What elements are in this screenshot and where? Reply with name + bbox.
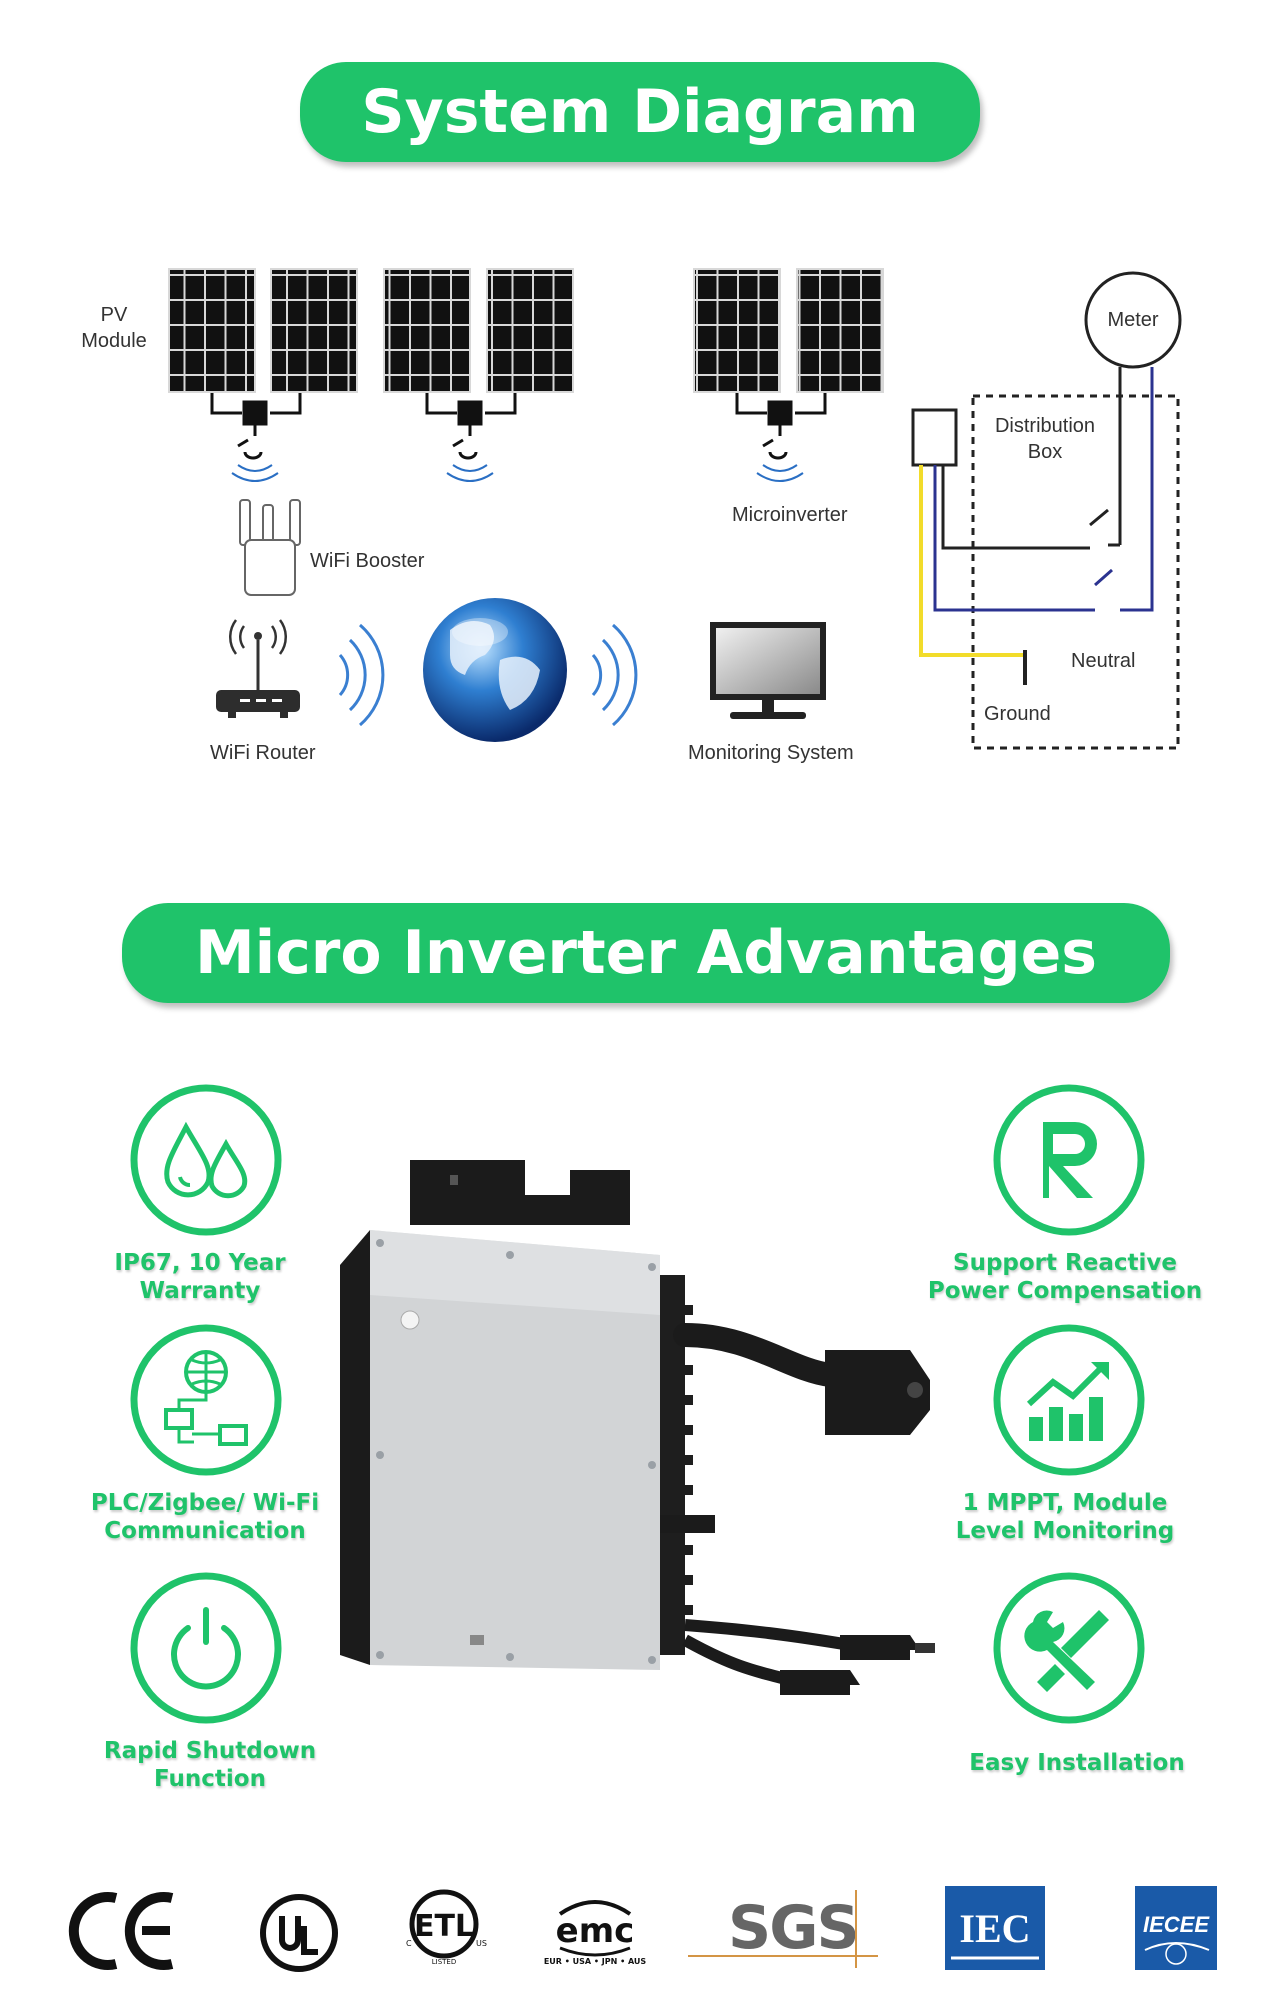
- svg-text:ETL: ETL: [414, 1909, 474, 1944]
- advantage-communication-label: PLC/Zigbee/ Wi-Fi Communication: [90, 1490, 320, 1544]
- electrical-wiring: [911, 271, 1182, 750]
- internet-globe-icon: [423, 598, 567, 742]
- power-icon: [130, 1572, 282, 1724]
- neutral-label: Neutral: [1071, 650, 1136, 672]
- monitoring-system-label: Monitoring System: [688, 742, 854, 764]
- solar-panel: [796, 268, 884, 393]
- iecee-logo: IECEE: [1135, 1886, 1217, 1970]
- wifi-booster-label: WiFi Booster: [310, 550, 425, 572]
- svg-text:EUR • USA • JPN • AUS: EUR • USA • JPN • AUS: [544, 1957, 647, 1966]
- wireless-waves-icon: [591, 623, 638, 727]
- system-diagram-title: System Diagram: [300, 62, 980, 162]
- microinverter-unit: [425, 393, 517, 482]
- advantage-mppt-label: 1 MPPT, Module Level Monitoring: [955, 1490, 1175, 1544]
- wifi-router-icon: [216, 619, 300, 718]
- advantage-rapid-shutdown-label: Rapid Shutdown Function: [103, 1738, 317, 1792]
- solar-panel: [693, 268, 781, 393]
- registered-icon: [993, 1084, 1145, 1236]
- solar-panel-group: [168, 268, 884, 393]
- sgs-logo: SGS: [688, 1884, 878, 1968]
- svg-text:IEC: IEC: [959, 1906, 1030, 1951]
- svg-text:US: US: [476, 1939, 487, 1948]
- iec-logo: IEC: [945, 1886, 1045, 1970]
- growth-chart-icon: [993, 1324, 1145, 1476]
- microinverter-unit: [210, 393, 302, 482]
- network-icon: [130, 1324, 282, 1476]
- microinverter-label: Microinverter: [732, 504, 848, 526]
- wireless-waves-icon: [338, 623, 385, 727]
- svg-text:SGS: SGS: [728, 1893, 858, 1963]
- ul-mark-logo: [258, 1892, 340, 1974]
- meter-label: Meter: [1107, 309, 1159, 331]
- advantages-title-text: Micro Inverter Advantages: [194, 918, 1098, 988]
- tools-icon: [993, 1572, 1145, 1724]
- svg-text:LISTED: LISTED: [432, 1958, 457, 1966]
- wifi-router-label: WiFi Router: [210, 742, 316, 764]
- wifi-booster-icon: [239, 499, 301, 596]
- svg-text:emc: emc: [556, 1911, 635, 1951]
- distribution-box-label: Distribution Box: [994, 415, 1096, 463]
- system-diagram-title-text: System Diagram: [361, 77, 919, 147]
- ce-mark-logo: [68, 1890, 180, 1972]
- advantage-ip67-label: IP67, 10 Year Warranty: [114, 1250, 286, 1304]
- emc-mark-logo: emc EUR • USA • JPN • AUS: [544, 1886, 646, 1968]
- advantage-reactive-power-label: Support Reactive Power Compensation: [927, 1250, 1203, 1304]
- svg-text:IECEE: IECEE: [1143, 1912, 1210, 1937]
- microinverter-product-image: [340, 1160, 935, 1695]
- system-diagram: [168, 268, 1182, 750]
- solar-panel: [168, 268, 256, 393]
- water-drops-icon: [130, 1084, 282, 1236]
- solar-panel: [270, 268, 358, 393]
- monitoring-screen-icon: [710, 622, 826, 719]
- etl-mark-logo: ETL C US LISTED: [398, 1884, 490, 1976]
- solar-panel: [486, 268, 574, 393]
- heatsink-fins: [660, 1275, 693, 1655]
- pv-module-label: PV Module: [81, 304, 147, 352]
- ground-label: Ground: [984, 703, 1051, 725]
- microinverter-unit: [735, 393, 827, 482]
- solar-panel: [383, 268, 471, 393]
- advantages-title: Micro Inverter Advantages: [122, 903, 1170, 1003]
- advantage-easy-installation-label: Easy Installation: [969, 1750, 1185, 1776]
- svg-text:C: C: [406, 1939, 412, 1948]
